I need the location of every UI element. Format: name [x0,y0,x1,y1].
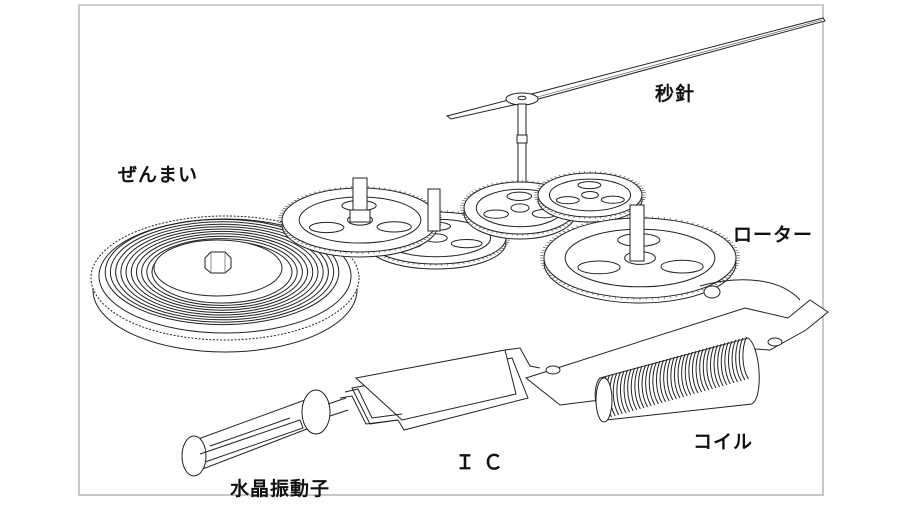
label-rotor: ローター [733,224,814,246]
coil [594,336,760,423]
crystal-oscillator [181,389,349,477]
gear-fifth-wheel [534,171,646,223]
label-crystal-oscillator: 水晶振動子 [230,478,331,500]
mainspring-barrel [90,215,360,353]
ic-board [339,347,541,431]
gear-train [278,171,740,304]
label-ic: ＩＣ [455,450,511,474]
label-second-hand: 秒針 [655,83,696,105]
second-hand [445,17,826,235]
label-mainspring: ぜんまい [118,164,199,186]
label-coil: コイル [693,431,754,453]
